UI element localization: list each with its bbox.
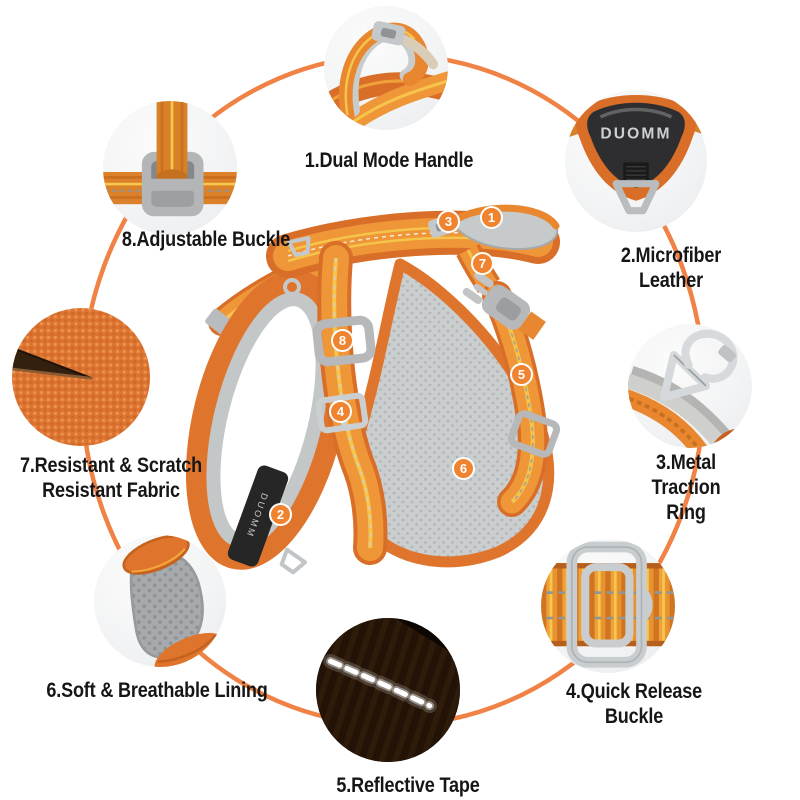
callout-label-2: 2.Microfiber Leather bbox=[620, 244, 722, 292]
reflective-dashes bbox=[327, 658, 433, 709]
metal-d-ring bbox=[612, 180, 660, 215]
callout-label-3: 3.Metal Traction Ring bbox=[651, 451, 721, 524]
feature-badge-2: 2 bbox=[269, 503, 292, 526]
callout-label-8: 8.Adjustable Buckle bbox=[121, 228, 291, 251]
callout-label-1: 1.Dual Mode Handle bbox=[304, 149, 474, 172]
brand-label-band: DUOMM bbox=[227, 465, 289, 567]
photo-quick-release-buckle bbox=[541, 539, 675, 673]
feature-badge-8: 8 bbox=[331, 329, 354, 352]
carabiner-hook bbox=[681, 329, 738, 383]
breathable-lining-illustration bbox=[122, 535, 224, 667]
callout-label-5: 5.Reflective Tape bbox=[336, 774, 480, 797]
callout-label-7: 7.Resistant & Scratch Resistant Fabric bbox=[19, 454, 203, 502]
harness-drawing: DUOMM bbox=[185, 204, 561, 575]
metal-traction-ring-illustration bbox=[628, 329, 752, 448]
feature-badge-6: 6 bbox=[452, 457, 475, 480]
feature-badge-4: 4 bbox=[329, 400, 352, 423]
reflective-tape-illustration bbox=[316, 618, 460, 762]
photo-scratch-resistant-fabric bbox=[12, 308, 150, 446]
microfiber-leather-illustration: DUOMM bbox=[565, 94, 707, 215]
photo-metal-traction-ring bbox=[628, 324, 752, 448]
side-strap-slider bbox=[507, 410, 561, 458]
feature-badge-1: 1 bbox=[480, 206, 503, 229]
adjustable-buckle-illustration bbox=[103, 101, 237, 217]
brand-logo-text: DUOMM bbox=[600, 125, 671, 142]
photo-breathable-lining bbox=[94, 535, 226, 667]
callout-label-4: 4.Quick Release Buckle bbox=[566, 680, 702, 728]
quick-release-buckle-illustration bbox=[541, 541, 675, 668]
feature-badge-5: 5 bbox=[510, 363, 533, 386]
photo-dual-mode-handle bbox=[324, 6, 448, 130]
dual-mode-handle-illustration bbox=[325, 21, 448, 130]
callout-label-6: 6.Soft & Breathable Lining bbox=[46, 679, 268, 702]
photo-microfiber-leather: DUOMM bbox=[565, 90, 707, 232]
feature-badge-7: 7 bbox=[471, 252, 494, 275]
photo-adjustable-buckle bbox=[103, 101, 237, 235]
side-release-buckle bbox=[462, 271, 546, 340]
scratch-resistant-fabric-illustration bbox=[12, 308, 150, 446]
feature-badge-3: 3 bbox=[437, 210, 460, 233]
photo-reflective-tape bbox=[316, 618, 460, 762]
metal-ladder-buckle bbox=[315, 392, 369, 434]
handle-clip bbox=[371, 21, 406, 46]
strap-slider-buckle bbox=[312, 315, 376, 367]
